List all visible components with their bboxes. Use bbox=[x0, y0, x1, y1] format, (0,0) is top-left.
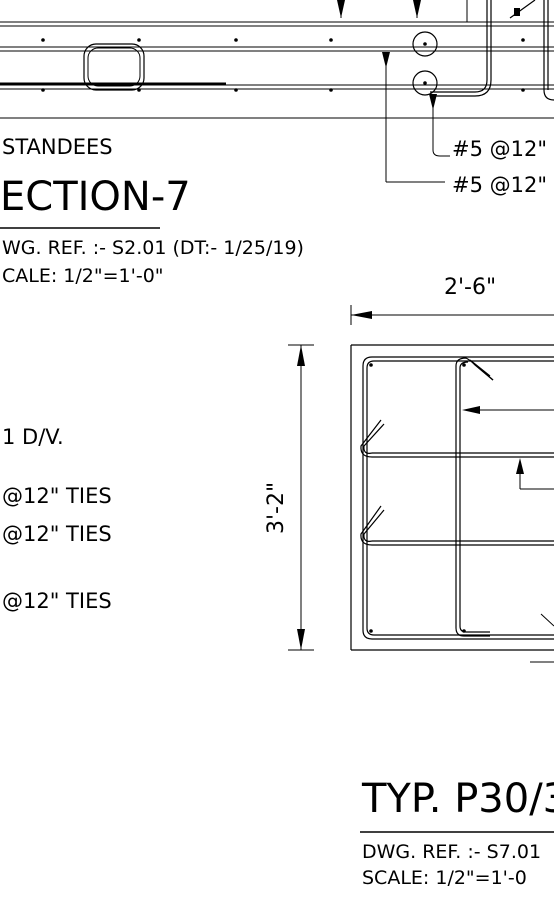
note-ties-3: @12" TIES bbox=[2, 589, 112, 613]
standees-label: STANDEES bbox=[2, 135, 113, 159]
column-section bbox=[350, 344, 554, 663]
column-section-fills bbox=[369, 363, 524, 633]
slab-section bbox=[0, 0, 554, 183]
typ-ref: DWG. REF. :- S7.01 bbox=[362, 841, 541, 863]
height-arrow-bottom bbox=[297, 629, 305, 650]
width-arrow bbox=[351, 311, 372, 319]
note-ties-2: @12" TIES bbox=[2, 522, 112, 546]
width-dimension: 2'-6" bbox=[444, 275, 496, 300]
height-dimension: 3'-2" bbox=[264, 482, 289, 534]
width-dimension-line bbox=[350, 305, 554, 325]
section-ref: WG. REF. :- S2.01 (DT:- 1/25/19) bbox=[2, 237, 304, 259]
bar-label-2: #5 @12" bbox=[452, 173, 547, 197]
note-ties-1: @12" TIES bbox=[2, 484, 112, 508]
height-dimension-line bbox=[288, 344, 314, 651]
note-dv: 1 D/V. bbox=[2, 425, 64, 449]
section-title: ECTION-7 bbox=[0, 174, 191, 220]
section-scale: CALE: 1/2"=1'-0" bbox=[2, 265, 164, 287]
typ-title: TYP. P30/3 bbox=[361, 776, 554, 822]
height-arrow-top bbox=[297, 345, 305, 366]
slab-section-fills bbox=[41, 0, 525, 110]
typ-scale: SCALE: 1/2"=1'-0 bbox=[362, 867, 527, 889]
bar-label-1: #5 @12" bbox=[452, 137, 547, 161]
